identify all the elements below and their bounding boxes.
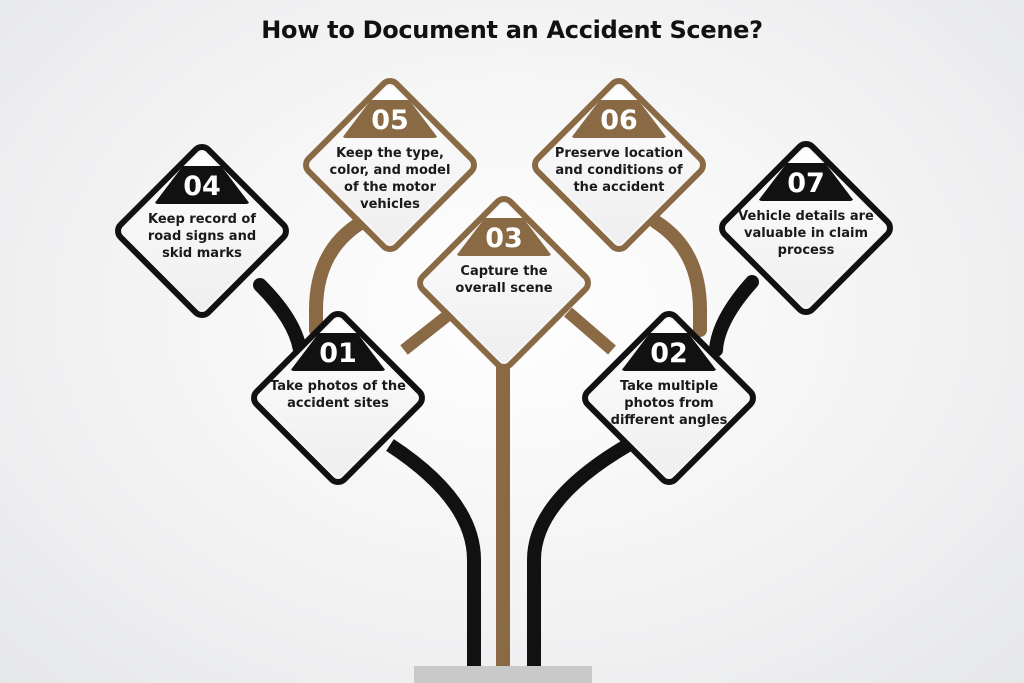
step-text: Keep the type, color, and model of the m… [329, 146, 451, 212]
trunk-base [414, 666, 592, 683]
trunk-left [386, 439, 481, 666]
step-text: Vehicle details are valuable in claim pr… [738, 209, 874, 258]
page-title: How to Document an Accident Scene? [261, 16, 763, 44]
step-06: 06 Preserve location and conditions of t… [524, 70, 714, 260]
step-text: Take photos of the accident sites [270, 379, 406, 411]
connector-05 [309, 215, 369, 337]
connector-07 [709, 275, 759, 357]
step-text: Keep record of road signs and skid marks [147, 212, 257, 261]
step-01: 01 Take photos of the accident sites [243, 303, 433, 493]
connector-03-left [400, 307, 456, 355]
step-04: 04 Keep record of road signs and skid ma… [107, 136, 297, 326]
step-07: 07 Vehicle details are valuable in claim… [711, 133, 901, 323]
connector-03-right [564, 307, 616, 355]
step-03: 03 Capture the overall scene [409, 188, 599, 378]
trunk-right [527, 438, 632, 666]
step-text: Capture the overall scene [455, 264, 553, 296]
connector-06 [649, 215, 707, 337]
step-02: 02 Take multiple photos from different a… [574, 303, 764, 493]
step-text: Take multiple photos from different angl… [610, 379, 728, 428]
step-number: 07 [758, 163, 854, 201]
step-05: 05 Keep the type, color, and model of th… [295, 70, 485, 260]
step-text: Preserve location and conditions of the … [554, 146, 684, 195]
